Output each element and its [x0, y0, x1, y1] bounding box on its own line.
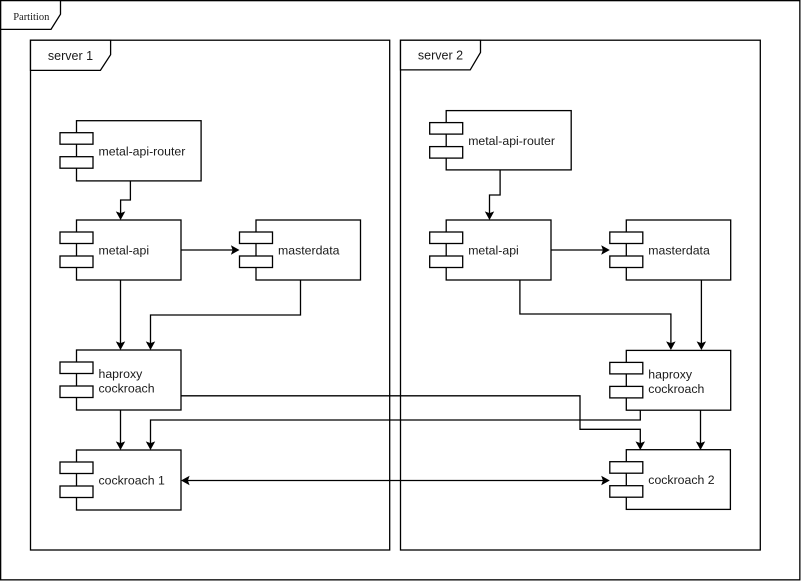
svg-text:metal-api-router: metal-api-router [468, 134, 555, 148]
svg-text:masterdata: masterdata [278, 244, 340, 258]
svg-text:server 2: server 2 [418, 49, 463, 63]
svg-text:haproxy: haproxy [648, 368, 693, 382]
svg-text:metal-api-router: metal-api-router [99, 145, 186, 159]
svg-text:cockroach: cockroach [99, 382, 155, 396]
svg-text:cockroach 1: cockroach 1 [99, 474, 165, 488]
svg-text:masterdata: masterdata [648, 244, 710, 258]
svg-text:metal-api: metal-api [468, 244, 519, 258]
svg-text:metal-api: metal-api [99, 244, 150, 258]
svg-text:cockroach 2: cockroach 2 [648, 473, 714, 487]
svg-text:server 1: server 1 [48, 49, 93, 63]
svg-text:cockroach: cockroach [648, 382, 704, 396]
svg-text:Partition: Partition [13, 12, 50, 23]
svg-text:haproxy: haproxy [99, 367, 144, 381]
